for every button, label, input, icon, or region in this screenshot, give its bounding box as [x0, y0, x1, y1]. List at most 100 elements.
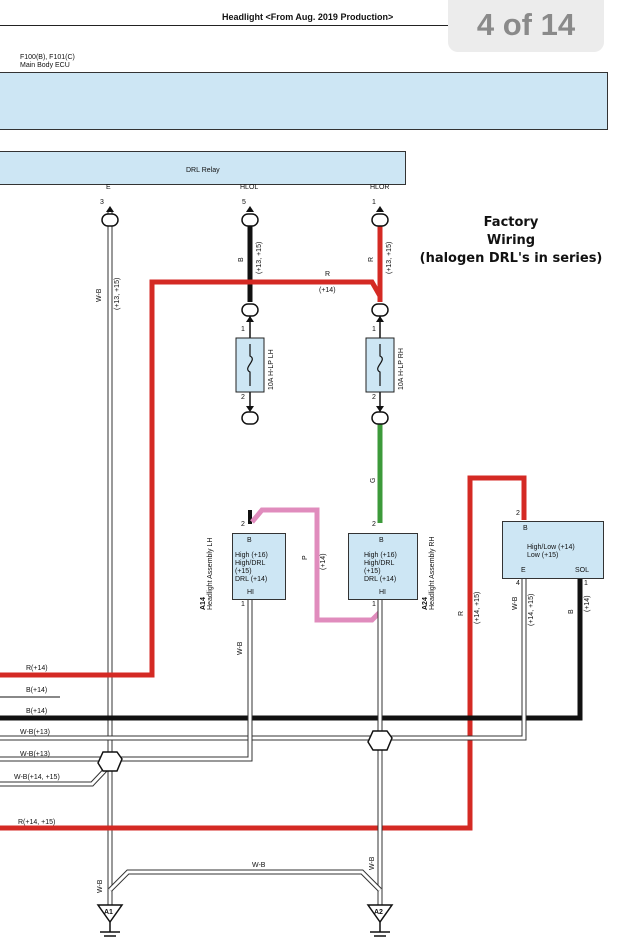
lh-fuse-element [247, 344, 253, 386]
green-wire-color: G [370, 477, 377, 483]
a14-terminal-b: B [247, 537, 252, 544]
e-wire-color: W-B [96, 288, 103, 302]
a24-pin-top: 2 [372, 521, 376, 528]
sol-wire-color: B [568, 609, 575, 614]
drl-relay-box [0, 151, 406, 185]
headlight-assembly-lh: B High (+16) High/DRL (+15) DRL (+14) HI [232, 533, 286, 600]
bus-label-wb1415: W-B(+14, +15) [14, 774, 60, 781]
connector-ovals [101, 213, 389, 425]
note-line-2: Wiring [486, 233, 536, 248]
lh-fuse-pin-top: 1 [241, 326, 245, 333]
a24-mode-2: High/DRL [364, 560, 395, 567]
pink-wire [250, 507, 382, 623]
headlight-assembly-rh: B High (+16) High/DRL (+15) DRL (+14) HI [348, 533, 418, 600]
relay-terminal-hlor: HLOR [370, 184, 390, 191]
page-header-title: Headlight <From Aug. 2019 Production> [222, 12, 394, 22]
a14-mode-1: High (+16) [235, 552, 268, 559]
relay-terminal-hlol: HLOL [240, 184, 259, 191]
red-cross-wire [0, 279, 383, 678]
sol-wire-refs: (+14) [584, 595, 591, 612]
sol-black-wire [0, 578, 583, 721]
ecu-name: Main Body ECU [20, 62, 70, 69]
ground-bridge-label: W-B [252, 862, 266, 869]
right-red-wire-color: R [458, 610, 465, 616]
lh-fuse-label: 10A H-LP LH [268, 349, 275, 390]
rh-fuse-pin-bottom: 2 [372, 394, 376, 401]
ecu-label: F100(B), F101(C) Main Body ECU [20, 54, 75, 70]
bus-label-r14: R(+14) [26, 665, 48, 672]
a14-out-wire-color: W-B [237, 641, 244, 655]
relay-pin-hlol: 5 [242, 199, 246, 206]
switch-pin-right: 1 [584, 580, 588, 587]
a14-mode-list: High (+16) High/DRL (+15) DRL (+14) [235, 552, 268, 584]
rh-fuse-element [377, 344, 383, 386]
e-wire-refs: (+13, +15) [114, 277, 121, 310]
bus-label-wb13-a: W-B(+13) [20, 729, 51, 736]
a24-name: Headlight Assembly RH [429, 536, 436, 610]
rh-fuse-label: 10A H-LP RH [398, 348, 405, 390]
bus-label-b14-b: B(+14) [26, 708, 48, 715]
ground-a2-label: A2 [374, 909, 383, 916]
pink-wire-color: P [302, 555, 309, 560]
left-junction-node [97, 751, 123, 772]
lh-fuse-pin-bottom: 2 [241, 394, 245, 401]
a24-terminal-b: B [379, 537, 384, 544]
bus-label-b14-a: B(+14) [26, 687, 48, 694]
a14-mode-2: High/DRL [235, 560, 266, 567]
ground-a1-label: A1 [104, 909, 113, 916]
a14-code: A14 [200, 597, 207, 610]
a14-terminal-hi: HI [247, 589, 254, 596]
switch-e-wire-refs: (+14, +15) [528, 593, 535, 626]
factory-wiring-note: Factory Wiring (halogen DRL's in series) [406, 214, 616, 268]
note-line-3: (halogen DRL's in series) [419, 251, 603, 266]
relay-pin-hlor: 1 [372, 199, 376, 206]
ground-symbols [96, 904, 394, 937]
a24-pin-bottom: 1 [372, 601, 376, 608]
hlol-wire-refs: (+13, +15) [256, 241, 263, 274]
relay-terminal-e: E [106, 184, 111, 191]
ground-left-wire-color: W-B [97, 879, 104, 893]
note-line-1: Factory [483, 215, 539, 230]
bus-label-wb13-b: W-B(+13) [20, 751, 51, 758]
switch-pin-left: 4 [516, 580, 520, 587]
hlol-wire-color: B [238, 257, 245, 262]
switch-pin-top: 2 [516, 510, 520, 517]
main-body-ecu-box [0, 72, 608, 130]
a24-mode-1: High (+16) [364, 552, 397, 559]
a24-mode-list: High (+16) High/DRL (+15) DRL (+14) [364, 552, 397, 584]
ground-right-wire-color: W-B [369, 856, 376, 870]
hlor-wire-refs: (+13, +15) [386, 241, 393, 274]
switch-mode-1: High/Low (+14) [527, 544, 575, 551]
connector-arrows [106, 206, 384, 412]
cross-wire-color: R [325, 271, 331, 278]
wb-bus-wires [0, 578, 527, 905]
a24-mode-3: (+15) [364, 568, 381, 575]
bus-label-r1415: R(+14, +15) [18, 819, 56, 826]
ecu-codes: F100(B), F101(C) [20, 54, 75, 61]
drl-relay-title: DRL Relay [186, 167, 220, 174]
pink-wire-refs: (+14) [320, 553, 327, 570]
right-red-wire [0, 475, 527, 831]
a24-mode-4: DRL (+14) [364, 576, 397, 583]
a14-pin-bottom: 1 [241, 601, 245, 608]
switch-terminal-b: B [523, 525, 528, 532]
switch-terminal-e: E [521, 567, 526, 574]
a14-pin-top: 2 [241, 521, 245, 528]
switch-mode-list: High/Low (+14) Low (+15) [527, 544, 575, 560]
cross-wire-refs: (+14) [319, 287, 336, 294]
header-rule [0, 25, 448, 26]
a14-mode-3: (+15) [235, 568, 252, 575]
page-indicator: 4 of 14 [448, 0, 604, 52]
switch-mode-2: Low (+15) [527, 552, 559, 559]
hlor-wire-color: R [368, 256, 375, 262]
a14-mode-4: DRL (+14) [235, 576, 268, 583]
a24-code: A24 [422, 597, 429, 610]
a14-name: Headlight Assembly LH [207, 537, 214, 610]
a24-terminal-hi: HI [379, 589, 386, 596]
headlight-dimmer-switch: B High/Low (+14) Low (+15) E SOL [502, 521, 604, 579]
switch-e-wire-color: W-B [512, 596, 519, 610]
right-junction-node [367, 730, 393, 751]
right-red-wire-refs: (+14, +15) [474, 591, 481, 624]
rh-fuse-pin-top: 1 [372, 326, 376, 333]
